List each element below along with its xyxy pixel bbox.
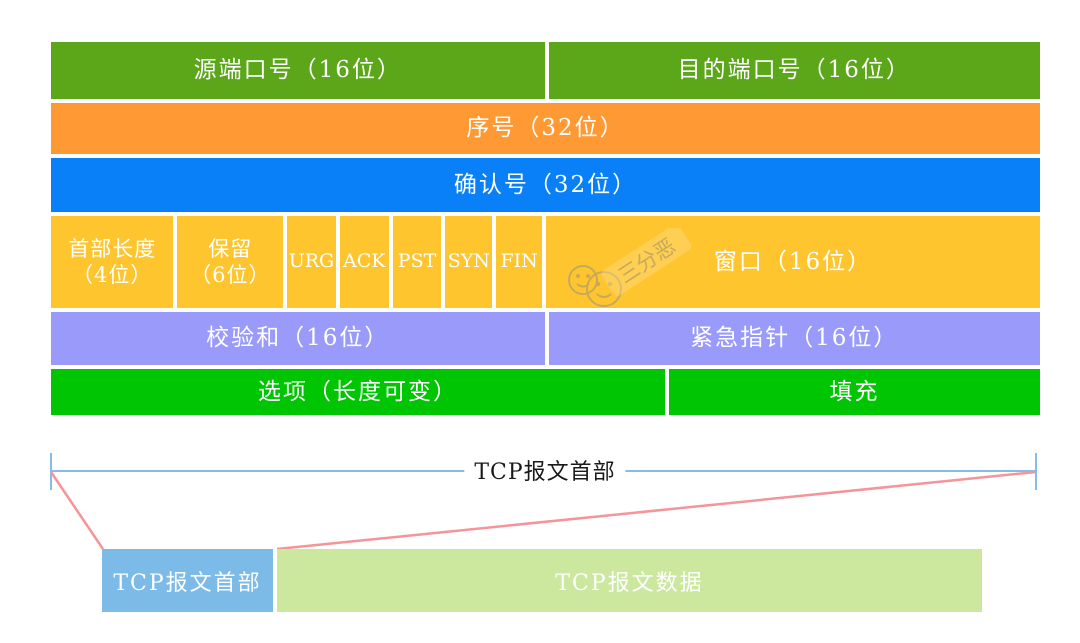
field-reserved-line1: 保留 — [208, 236, 253, 261]
row-ack-number: 确认号（32位） — [51, 158, 1040, 212]
tcp-header-table: 源端口号（16位） 目的端口号（16位） 序号（32位） 确认号（32位） 首部… — [51, 42, 1040, 419]
row-sequence: 序号（32位） — [51, 103, 1040, 154]
field-reserved: 保留 （6位） — [177, 216, 284, 308]
field-window: 窗口（16位） — [546, 216, 1040, 308]
watermark-badge: 三分恶 — [601, 228, 692, 296]
field-header-length-line1: 首部长度 — [68, 236, 157, 261]
leader-line-right — [276, 470, 1037, 551]
field-urgent-pointer: 紧急指针（16位） — [548, 312, 1040, 365]
row-checksum: 校验和（16位） 紧急指针（16位） — [51, 312, 1040, 365]
flag-syn: SYN — [445, 216, 493, 308]
bracket-label: TCP报文首部 — [464, 454, 626, 486]
watermark: 三分恶 — [568, 228, 692, 307]
flag-pst: PST — [392, 216, 442, 308]
field-sequence-number: 序号（32位） — [51, 103, 1040, 154]
field-padding: 填充 — [669, 369, 1040, 415]
segment-data-box: TCP报文数据 — [277, 549, 982, 612]
segment-header-box: TCP报文首部 — [102, 549, 273, 612]
row-flags: 首部长度 （4位） 保留 （6位） URG ACK PST SYN FIN 窗口… — [51, 216, 1040, 308]
row-options: 选项（长度可变） 填充 — [51, 369, 1040, 415]
flag-urg: URG — [287, 216, 336, 308]
field-dest-port: 目的端口号（16位） — [548, 42, 1040, 99]
leader-line-left — [49, 471, 105, 550]
field-checksum: 校验和（16位） — [51, 312, 545, 365]
bracket-tick-left — [50, 453, 52, 490]
field-ack-number: 确认号（32位） — [51, 158, 1040, 212]
field-source-port: 源端口号（16位） — [51, 42, 545, 99]
flag-fin: FIN — [496, 216, 543, 308]
field-header-length-line2: （4位） — [72, 263, 153, 287]
row-ports: 源端口号（16位） 目的端口号（16位） — [51, 42, 1040, 99]
field-reserved-line2: （6位） — [190, 263, 271, 287]
two-smiley-chat-faces-icon — [568, 265, 622, 307]
watermark-eyes — [576, 274, 613, 287]
field-options: 选项（长度可变） — [51, 369, 665, 415]
bracket-tick-right — [1035, 453, 1037, 490]
flag-ack: ACK — [339, 216, 389, 308]
field-header-length: 首部长度 （4位） — [51, 216, 174, 308]
